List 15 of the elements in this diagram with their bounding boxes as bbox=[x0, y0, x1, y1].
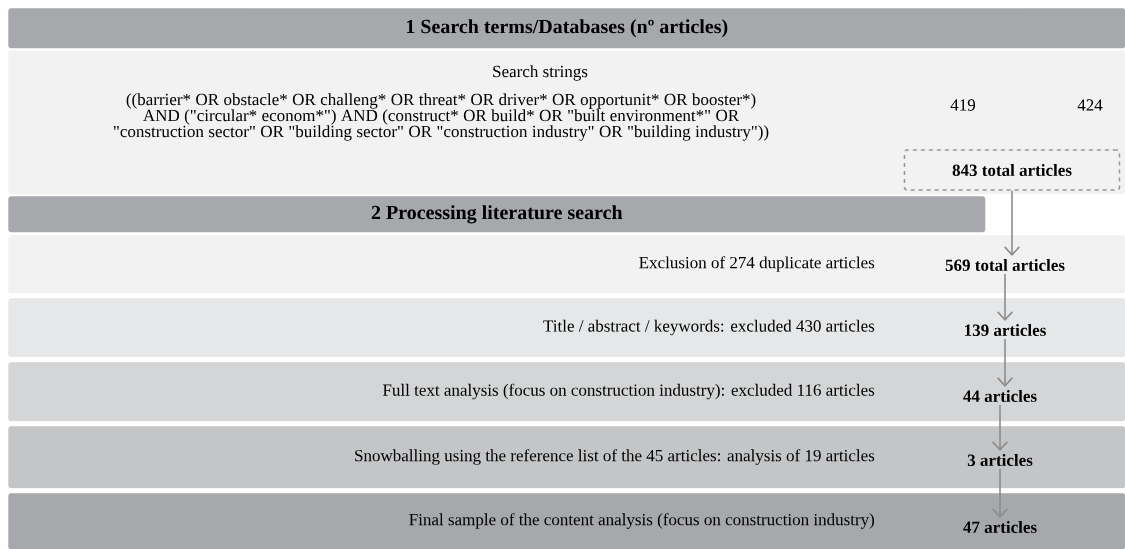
arrow bbox=[996, 338, 1014, 388]
count-text: 47 articles bbox=[963, 521, 1037, 533]
arrow bbox=[996, 273, 1014, 322]
section-header-band: 1 Search terms/Databases (nº articles) bbox=[8, 8, 1125, 49]
section-header-band: 2 Processing literature search bbox=[8, 196, 986, 233]
arrow bbox=[991, 468, 1009, 519]
count-box: 843 total articles bbox=[903, 149, 1121, 191]
count-text: 44 articles bbox=[963, 390, 1037, 402]
count-text: 139 articles bbox=[965, 324, 1046, 336]
arrow bbox=[991, 404, 1009, 452]
arrow bbox=[1003, 190, 1021, 257]
count-text: 3 articles bbox=[967, 454, 1033, 466]
count-label: 424 bbox=[1077, 99, 1103, 111]
count-label: 419 bbox=[950, 99, 976, 111]
count-text: 569 total articles bbox=[945, 259, 1065, 271]
